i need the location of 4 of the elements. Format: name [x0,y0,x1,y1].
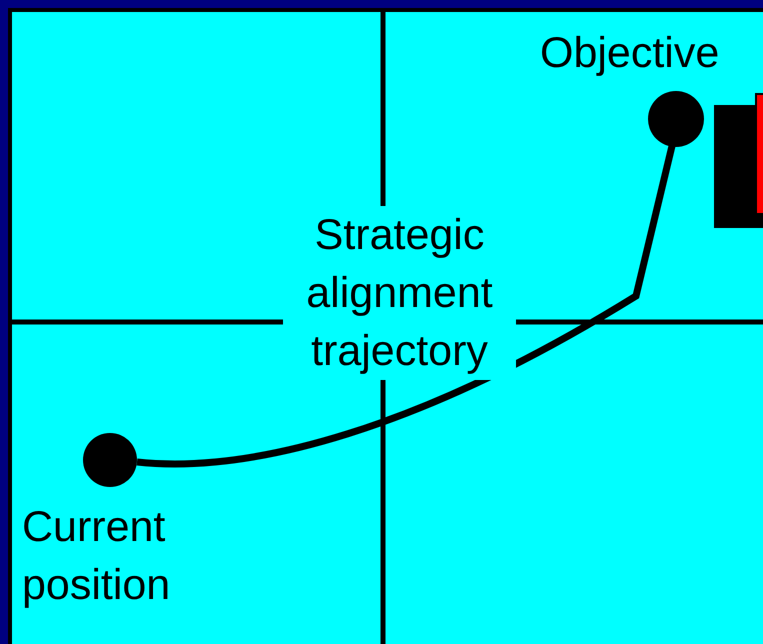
position-label: Current position [22,502,172,611]
trajectory-line [136,145,676,468]
position-label: Objective [540,28,720,79]
edge-label: Strategic alignment trajectory [283,206,516,380]
